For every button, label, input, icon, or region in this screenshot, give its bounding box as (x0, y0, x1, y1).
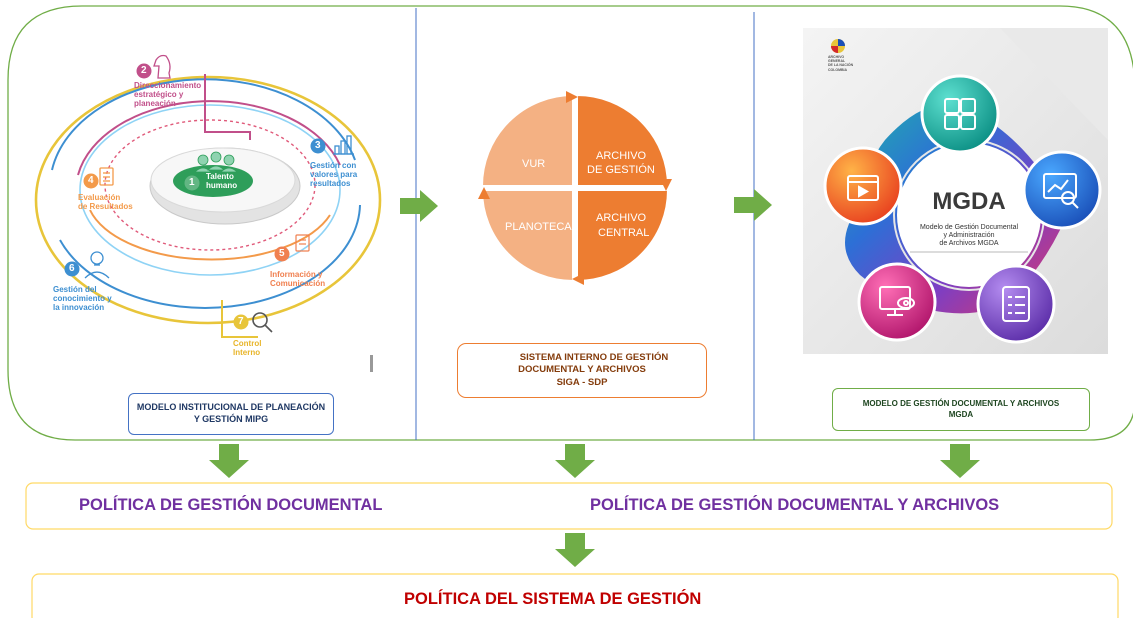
siga-caption-box: SISTEMA INTERNO DE GESTIÓN DOCUMENTAL Y … (457, 343, 707, 398)
mipg-label-evaluacion: Evaluación de Resultados (78, 193, 133, 212)
mipg-badge-7: 7 (238, 316, 244, 327)
siga-caption-line2: DOCUMENTAL Y ARCHIVOS (518, 364, 646, 376)
mipg-graphic (34, 54, 382, 372)
arrow-right-2 (734, 189, 772, 221)
agn-logo-line4: COLOMBIA (828, 67, 848, 72)
model-frame-border (7, 5, 1133, 441)
mgda-subtitle-line3: de Archivos MGDA (939, 240, 999, 248)
mgda-subtitle-line2: y Administración (943, 232, 995, 240)
policy-frame-documental (25, 482, 1113, 530)
mipg-label-direccionamiento: Direccionamiento estratégico y planeació… (134, 81, 202, 109)
mipg-label-conocimiento: Gestión del conocimiento y la innovación (53, 285, 112, 313)
arrow-down-1 (209, 444, 249, 478)
checklist-icon (1002, 286, 1030, 322)
mgda-caption-line1: MODELO DE GESTIÓN DOCUMENTAL Y ARCHIVOS (862, 399, 1060, 409)
agn-logo-line2: GENERAL (828, 59, 846, 64)
mipg-badge-5: 5 (279, 248, 285, 259)
video-bubble (823, 146, 903, 226)
quadrant-archivo-central-label-2: CENTRAL (598, 227, 650, 239)
mipg-badge-1: 1 (189, 177, 195, 188)
video-icon (847, 175, 879, 201)
flow-arrows-down (209, 444, 980, 567)
policy-documental: POLÍTICA DE GESTIÓN DOCUMENTAL (79, 496, 383, 514)
siga-caption-line1: SISTEMA INTERNO DE GESTIÓN (519, 351, 669, 363)
mgda-subtitle: Modelo de Gestión Documental y Administr… (920, 224, 1018, 248)
monitor-eye-icon (879, 286, 915, 316)
quadrant-vur-label: VUR (522, 158, 546, 170)
mipg-caption-box: MODELO INSTITUCIONAL DE PLANEACIÓN Y GES… (128, 393, 334, 435)
quadrant-archivo-gestion-label-2: DE GESTIÓN (587, 164, 655, 176)
arrow-down-4 (555, 533, 595, 567)
agn-logo-text: ARCHIVO GENERAL DE LA NACIÓN COLOMBIA (828, 55, 853, 72)
quadrant-archivo-central-label-1: ARCHIVO (596, 212, 647, 224)
agn-logo (831, 39, 845, 53)
mipg-label-informacion: Información y Comunicación (270, 270, 326, 289)
quadrant-planoteca-label: PLANOTECA (505, 221, 572, 233)
mipg-badge-4: 4 (88, 175, 94, 186)
chess-knight-icon (153, 54, 171, 79)
users-icon (194, 151, 238, 173)
mgda-subtitle-line1: Modelo de Gestión Documental (919, 224, 1019, 231)
quadrant-archivo-central (576, 189, 670, 283)
mgda-cover (803, 28, 1108, 354)
mipg-label-talento: Talento humano (206, 172, 238, 191)
quadrant-planoteca (480, 189, 574, 283)
mipg-caption-line2: Y GESTIÓN MIPG (193, 414, 269, 424)
quadrant-archivo-gestion-label-1: ARCHIVO (596, 150, 647, 162)
puzzle-icon (944, 98, 976, 130)
arrow-right-1 (400, 190, 438, 222)
siga-caption-line3: SIGA - SDP (556, 376, 608, 388)
siga-graphic (478, 91, 672, 285)
arrow-down-3 (940, 444, 980, 478)
policy-frame-system (31, 573, 1119, 618)
policy-documental-archivos: POLÍTICA DE GESTIÓN DOCUMENTAL Y ARCHIVO… (590, 496, 1000, 514)
quadrant-vur (480, 93, 574, 187)
flow-arrows-right (400, 189, 772, 222)
mgda-caption-line2: MGDA (948, 409, 974, 419)
mipg-badge-2: 2 (141, 65, 147, 76)
agn-logo-line1: ARCHIVO (828, 55, 845, 59)
policy-sistema-gestion: POLÍTICA DEL SISTEMA DE GESTIÓN (404, 590, 702, 608)
monitor-bubble (857, 262, 937, 342)
clipboard-icon (99, 167, 114, 186)
mipg-badge-3: 3 (315, 140, 321, 151)
mgda-caption-box: MODELO DE GESTIÓN DOCUMENTAL Y ARCHIVOS … (832, 388, 1090, 431)
arrow-down-2 (555, 444, 595, 478)
analytics-bubble (1022, 150, 1102, 230)
agn-logo-line3: DE LA NACIÓN (828, 63, 854, 68)
document-icon (295, 234, 310, 252)
puzzle-bubble (920, 74, 1000, 154)
mipg-label-gestion-valores: Gestión con valores para resultados (310, 161, 358, 189)
chart-icon (333, 135, 354, 155)
mipg-badge-6: 6 (69, 263, 75, 274)
talento-ellipse (173, 165, 253, 197)
mipg-caption-line1: MODELO INSTITUCIONAL DE PLANEACIÓN (136, 402, 326, 413)
analytics-icon (1043, 173, 1079, 209)
mipg-label-control: Control Interno (233, 339, 262, 358)
mgda-title: MGDA (932, 188, 1006, 215)
lightbulb-icon (84, 251, 110, 279)
magnifier-icon (252, 312, 273, 333)
